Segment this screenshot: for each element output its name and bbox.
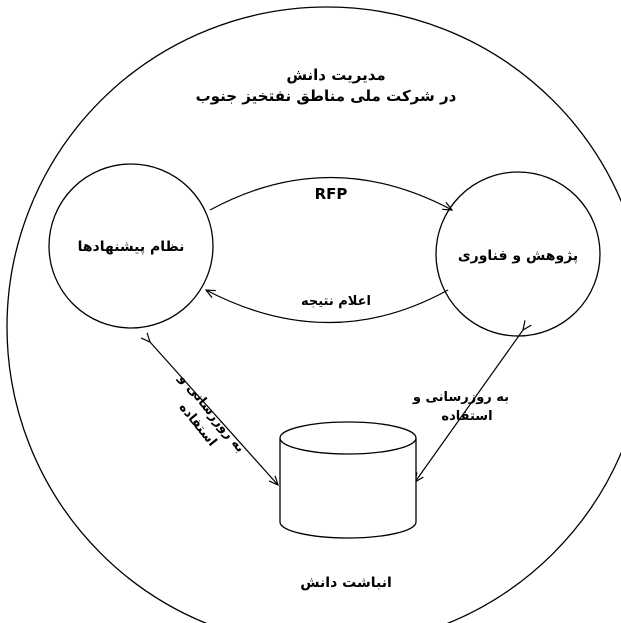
- diagram-title-line2: در شرکت ملی مناطق نفتخیز جنوب: [196, 87, 457, 105]
- rfp-arrow: [209, 177, 452, 211]
- right-update-use-line2: استفاده: [441, 409, 492, 424]
- right-update-use-arrow: [415, 330, 523, 482]
- rfp-label: RFP: [315, 185, 348, 203]
- result-announcement-label: اعلام نتیجه: [301, 294, 371, 309]
- diagram-title-line1: مدیریت دانش: [286, 66, 385, 84]
- cylinder-body: [279, 438, 417, 539]
- knowledge-store-label: انباشت دانش: [300, 575, 392, 591]
- right-update-use-line1: به روزرسانی و: [412, 390, 509, 405]
- left-update-use-arrow: [150, 342, 278, 485]
- proposal-system-node[interactable]: [48, 163, 214, 329]
- knowledge-store-cylinder[interactable]: [279, 421, 417, 539]
- research-tech-label: پژوهش و فناوری: [458, 248, 578, 264]
- cylinder-top: [279, 421, 417, 455]
- proposal-system-label: نظام پیشنهادها: [78, 239, 185, 255]
- result-announcement-arrow: [206, 290, 449, 323]
